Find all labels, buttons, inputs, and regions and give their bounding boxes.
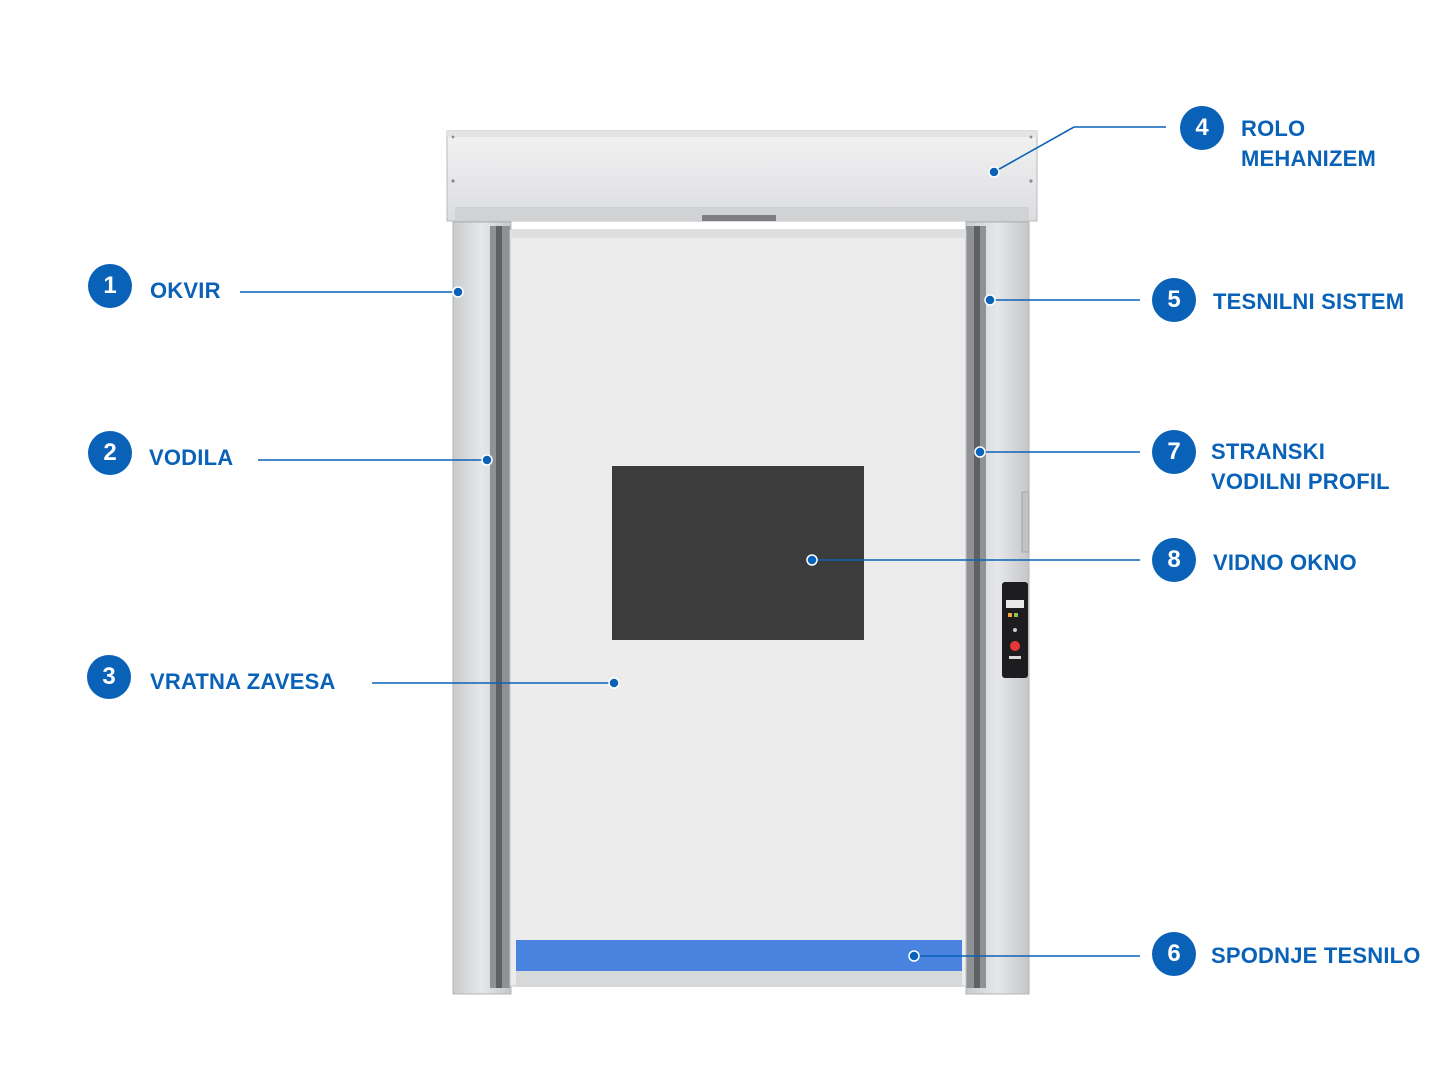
callout-badge-5: 5 xyxy=(1152,278,1196,322)
callout-badge-3: 3 xyxy=(87,655,131,699)
callout-label-vodila: VODILA xyxy=(149,445,234,470)
callout-label-rolo-mehanizem: ROLO MEHANIZEM xyxy=(1241,116,1377,171)
callout-badge-2: 2 xyxy=(88,431,132,475)
callout-label-vidno-okno: VIDNO OKNO xyxy=(1213,550,1357,575)
leader-lines xyxy=(240,126,1166,957)
callout-badge-6: 6 xyxy=(1152,932,1196,976)
callout-label-spodnje-tesnilo: SPODNJE TESNILO xyxy=(1211,943,1421,968)
control-box xyxy=(1002,582,1028,678)
roller-housing xyxy=(446,130,1038,222)
callout-badge-4: 4 xyxy=(1180,106,1224,150)
callout-label-stranski-vodilni-profil: STRANSKI VODILNI PROFIL xyxy=(1211,439,1390,494)
bottom-seal xyxy=(516,940,962,971)
callout-label-tesnilni-sistem: TESNILNI SISTEM xyxy=(1213,289,1405,314)
callout-badge-1: 1 xyxy=(88,264,132,308)
leader-dots xyxy=(452,166,1000,962)
callout-badge-7: 7 xyxy=(1152,430,1196,474)
vision-window xyxy=(612,466,864,640)
callout-label-vratna-zavesa: VRATNA ZAVESA xyxy=(150,669,336,694)
callout-badge-8: 8 xyxy=(1152,538,1196,582)
callout-label-okvir: OKVIR xyxy=(150,278,221,303)
